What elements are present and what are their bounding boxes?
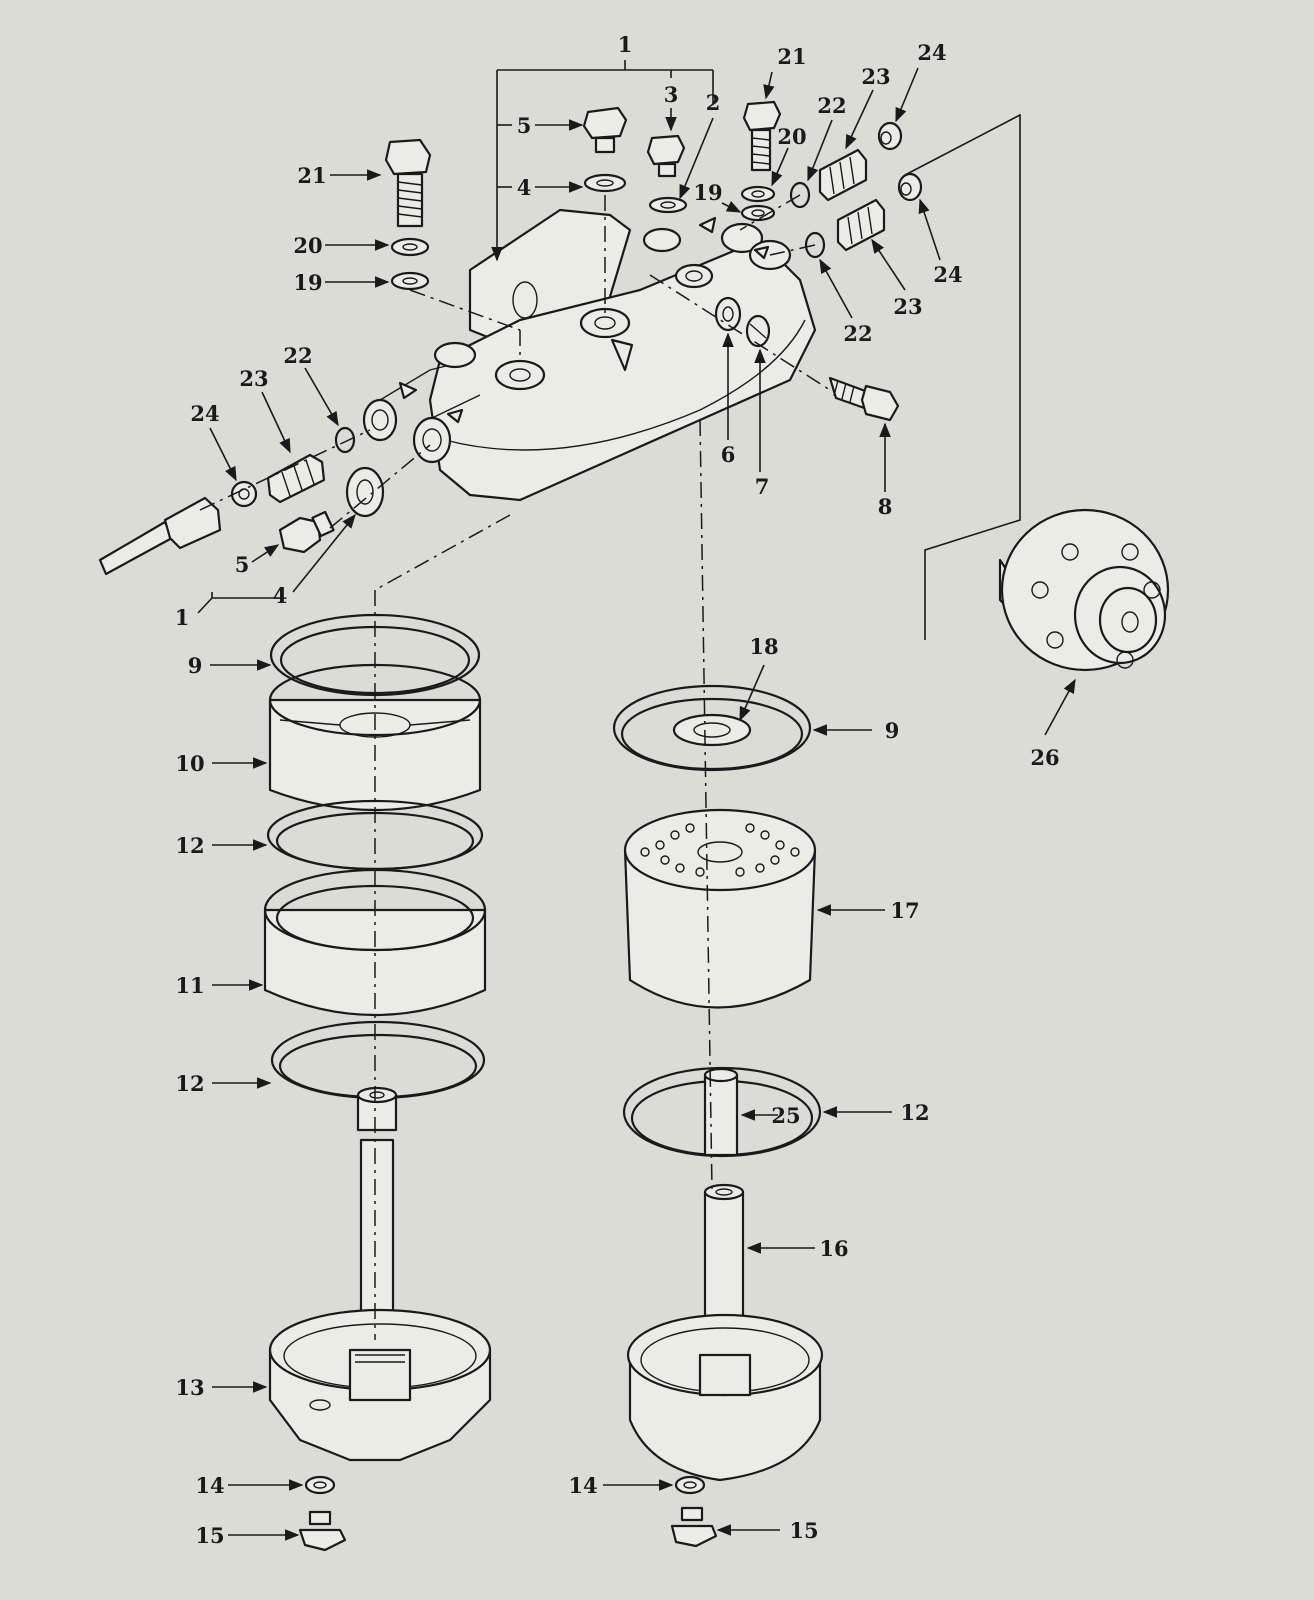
washer-4-top bbox=[583, 173, 627, 193]
callout-6: 6 bbox=[721, 442, 736, 467]
assembly-lines bbox=[199, 113, 1021, 1340]
washer-19-left bbox=[390, 271, 430, 291]
callout-25: 25 bbox=[771, 1103, 800, 1128]
sleeve-24-upper-right bbox=[877, 121, 903, 151]
gasket-12-left-lower bbox=[270, 1020, 486, 1100]
callout-23-top: 23 bbox=[861, 64, 890, 89]
callout-14-left: 14 bbox=[195, 1473, 224, 1498]
fitting-23-lower-right bbox=[836, 198, 886, 252]
callout-22-right: 22 bbox=[843, 321, 872, 346]
washer-14-right bbox=[674, 1475, 706, 1495]
sleeve-24-lower-right bbox=[897, 172, 923, 202]
base-13 bbox=[268, 1308, 492, 1462]
callout-24-right: 24 bbox=[933, 262, 962, 287]
washer-19-right bbox=[740, 204, 776, 222]
washer-14-left bbox=[304, 1475, 336, 1495]
center-tube-left bbox=[356, 1086, 398, 1342]
callout-23-right: 23 bbox=[893, 294, 922, 319]
bolt-21-right bbox=[742, 100, 782, 172]
callout-26: 26 bbox=[1030, 745, 1059, 770]
plug-3 bbox=[646, 134, 686, 178]
leaders bbox=[197, 60, 1076, 1541]
gasket-18 bbox=[672, 713, 752, 747]
callout-20-right: 20 bbox=[777, 124, 806, 149]
callout-4-bottom: 4 bbox=[273, 583, 288, 608]
callout-23-left: 23 bbox=[239, 366, 268, 391]
base-right bbox=[626, 1313, 824, 1482]
sleeve-24-left bbox=[230, 480, 258, 508]
callout-22-top: 22 bbox=[817, 93, 846, 118]
gasket-9-right bbox=[612, 684, 812, 772]
callout-21-right: 21 bbox=[777, 44, 806, 69]
callout-12-left-lower: 12 bbox=[175, 1071, 204, 1096]
callout-1-bottom: 1 bbox=[175, 605, 190, 630]
callout-4-top: 4 bbox=[517, 175, 532, 200]
lockwasher-7 bbox=[745, 314, 771, 348]
callout-10: 10 bbox=[175, 751, 204, 776]
bolt-8 bbox=[828, 376, 900, 422]
callout-5-top: 5 bbox=[517, 113, 532, 138]
callout-11: 11 bbox=[175, 973, 204, 998]
fitting-23-upper-right bbox=[818, 148, 868, 202]
callout-19-left: 19 bbox=[293, 270, 322, 295]
callout-15-left: 15 bbox=[195, 1523, 224, 1548]
callout-20-left: 20 bbox=[293, 233, 322, 258]
washer-6 bbox=[714, 296, 742, 332]
gasket-22-upper-right bbox=[789, 181, 811, 209]
plug-5-bottom bbox=[278, 510, 335, 554]
callout-12-left-upper: 12 bbox=[175, 833, 204, 858]
callout-3: 3 bbox=[664, 82, 679, 107]
callout-17: 17 bbox=[890, 898, 919, 923]
callout-18: 18 bbox=[749, 634, 778, 659]
callout-22-left: 22 bbox=[283, 343, 312, 368]
filter-head-assembly bbox=[362, 208, 817, 502]
washer-20-right bbox=[740, 185, 776, 203]
bolt-21-left bbox=[384, 138, 432, 228]
gasket-22-left bbox=[334, 426, 356, 454]
callout-13: 13 bbox=[175, 1375, 204, 1400]
callout-1-top: 1 bbox=[618, 32, 633, 57]
drain-plug-15-right bbox=[670, 1506, 718, 1548]
callout-8: 8 bbox=[878, 494, 893, 519]
washer-4-bottom bbox=[345, 466, 385, 518]
plug-5-top bbox=[582, 106, 628, 154]
fitting-23-left bbox=[266, 453, 326, 504]
callout-14-right: 14 bbox=[568, 1473, 597, 1498]
callout-labels: 1 2 3 5 4 21 20 19 21 20 19 22 23 24 24 … bbox=[175, 32, 1060, 1548]
callout-24-left: 24 bbox=[190, 401, 219, 426]
callout-9-right: 9 bbox=[885, 718, 900, 743]
fuel-line bbox=[98, 496, 222, 576]
mount-26 bbox=[998, 508, 1170, 672]
gasket-22-lower-right bbox=[804, 231, 826, 259]
callout-24-top: 24 bbox=[917, 40, 946, 65]
washer-2 bbox=[648, 196, 688, 214]
drain-plug-15-left bbox=[298, 1510, 347, 1552]
callout-7: 7 bbox=[755, 474, 770, 499]
callout-2: 2 bbox=[706, 90, 721, 115]
callout-12-right: 12 bbox=[900, 1100, 929, 1125]
washer-20-left bbox=[390, 237, 430, 257]
filter-element-17 bbox=[623, 808, 817, 1009]
callout-21-left: 21 bbox=[297, 163, 326, 188]
callout-16: 16 bbox=[819, 1236, 848, 1261]
callout-9-left: 9 bbox=[188, 653, 203, 678]
callout-15-right: 15 bbox=[789, 1518, 818, 1543]
callout-19-right: 19 bbox=[693, 180, 722, 205]
callout-5-bottom: 5 bbox=[235, 552, 250, 577]
